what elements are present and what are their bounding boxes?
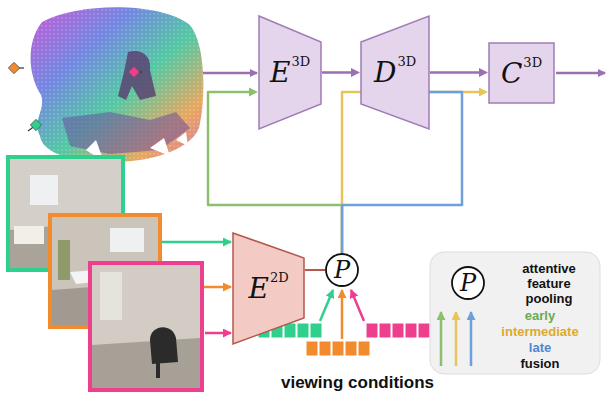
arrow-head	[479, 88, 488, 97]
encoder-3d: E3D	[258, 15, 322, 130]
decoder-3d: D3D	[360, 15, 430, 130]
legend-arrow	[440, 312, 443, 366]
label-group: E2D	[248, 272, 288, 305]
legend-caption: fusion	[490, 356, 590, 372]
module-superscript: 3D	[397, 54, 416, 69]
node-shape	[326, 254, 358, 286]
legend-arrow	[455, 312, 458, 366]
output-line	[556, 72, 605, 75]
image-arrow	[204, 286, 231, 289]
label-group: E3D	[270, 56, 310, 89]
legend-text: attentive feature pooling	[508, 261, 590, 306]
arrow-head	[479, 68, 488, 77]
node-shape	[489, 43, 554, 103]
legend-panel	[430, 252, 600, 374]
module-superscript: 3D	[291, 54, 310, 69]
node-shape	[259, 16, 321, 129]
condition-vector	[306, 341, 370, 356]
image-arrow	[205, 332, 231, 335]
module-symbol: E	[270, 56, 290, 89]
module-symbol: P	[334, 256, 350, 284]
arrow-head	[351, 68, 360, 77]
connector-line	[305, 269, 325, 271]
arrow-head	[249, 88, 258, 97]
module-superscript: 3D	[523, 55, 542, 70]
connector	[322, 68, 360, 77]
connector-line	[430, 71, 479, 74]
legend-text: late	[490, 340, 590, 355]
legend-symbol: P	[452, 268, 484, 298]
image-arrow	[162, 241, 231, 244]
module-symbol: C	[501, 57, 522, 90]
label-group: D3D	[374, 56, 416, 89]
legend-pooling-symbol	[452, 267, 484, 299]
module-symbol: E	[248, 272, 268, 305]
node-shape	[361, 16, 429, 129]
condition-vector	[366, 323, 430, 338]
condition-arrow	[341, 290, 344, 339]
legend-text: intermediate	[490, 324, 590, 339]
module-superscript: 2D	[270, 270, 289, 285]
legend-text: early	[490, 308, 590, 323]
connector	[305, 270, 325, 271]
label-group: P	[334, 256, 350, 284]
connector	[430, 68, 488, 77]
module-symbol: D	[374, 56, 396, 89]
condition-arrow	[351, 290, 364, 321]
condition-arrow	[320, 290, 333, 321]
pooling-circle: P	[325, 253, 359, 287]
point-cloud	[31, 7, 204, 162]
input-line	[203, 72, 257, 75]
node-shape	[233, 233, 304, 344]
legend-arrow	[470, 312, 473, 366]
axis-caption: viewing conditions	[250, 373, 465, 393]
classifier-3d: C3D	[488, 42, 555, 104]
input-image	[90, 263, 202, 390]
label-group: C3D	[501, 57, 542, 90]
node-outline	[258, 15, 322, 130]
encoder-2d: E2D	[232, 232, 305, 345]
connector-line	[322, 71, 351, 74]
camera-markers	[8, 62, 142, 131]
